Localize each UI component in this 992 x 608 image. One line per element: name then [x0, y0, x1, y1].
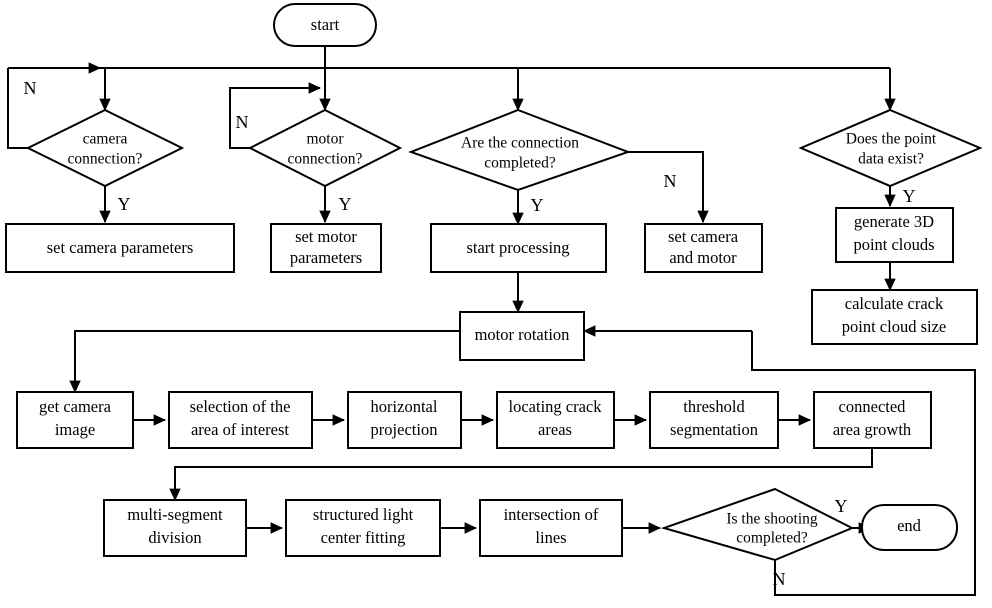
node-is-shooting-completed[interactable]: Is the shooting completed?	[660, 487, 855, 562]
node-start[interactable]: start	[273, 3, 377, 47]
node-camera-connection[interactable]: camera connection?	[25, 108, 185, 188]
node-horizontal-projection-line1: horizontal	[371, 397, 438, 416]
node-does-point-data-exist[interactable]: Does the point data exist?	[798, 108, 983, 188]
node-does-point-line1: Does the point	[846, 131, 937, 148]
node-connected-area-growth[interactable]: connected area growth	[813, 391, 932, 449]
node-threshold-seg-line1: threshold	[683, 397, 745, 416]
node-calculate-crack-line1: calculate crack	[845, 294, 944, 313]
node-does-point-line2: data exist?	[858, 151, 924, 168]
node-set-motor-parameters[interactable]: set motor parameters	[270, 223, 382, 273]
node-calculate-crack-line2: point cloud size	[842, 317, 946, 336]
node-end-label: end	[897, 516, 922, 535]
node-multi-segment-line2: division	[148, 528, 201, 547]
node-motor-connection-line2: connection?	[288, 151, 363, 168]
node-selection-area-line2: area of interest	[191, 420, 289, 439]
node-locating-crack-line1: locating crack	[509, 397, 603, 416]
node-start-processing-label: start processing	[466, 238, 569, 257]
edge-label-camera-no: N	[24, 78, 37, 98]
edge-label-shooting-yes: Y	[835, 496, 848, 516]
edge-motor-rotation-to-get-camera-image	[69, 330, 460, 393]
node-is-shooting-line1: Is the shooting	[726, 511, 818, 528]
node-get-camera-image-line2: image	[55, 420, 95, 439]
edge-are-connection-no	[628, 151, 709, 223]
edge-connected-to-multi-segment	[169, 449, 873, 501]
edge-label-are-connection-yes: Y	[531, 195, 544, 215]
edge-label-motor-no: N	[236, 112, 249, 132]
node-set-motor-parameters-line1: set motor	[295, 227, 357, 246]
node-connected-area-line1: connected	[839, 397, 907, 416]
node-is-shooting-line2: completed?	[736, 530, 808, 547]
node-generate-3d-point-clouds[interactable]: generate 3D point clouds	[835, 207, 954, 263]
node-structured-light-line1: structured light	[313, 505, 414, 524]
node-motor-rotation[interactable]: motor rotation	[459, 311, 585, 361]
node-set-camera-and-motor-line2: and motor	[669, 248, 737, 267]
node-horizontal-projection[interactable]: horizontal projection	[347, 391, 462, 449]
node-intersection-lines-line1: intersection of	[504, 505, 599, 524]
node-set-motor-parameters-line2: parameters	[290, 248, 362, 267]
node-are-connection-completed[interactable]: Are the connection completed?	[408, 108, 631, 192]
node-intersection-of-lines[interactable]: intersection of lines	[479, 499, 623, 557]
node-end[interactable]: end	[861, 504, 958, 551]
edge-label-motor-yes: Y	[339, 194, 352, 214]
edge-label-point-yes: Y	[903, 186, 916, 206]
edge-label-shooting-no: N	[773, 569, 786, 589]
node-camera-connection-line2: connection?	[68, 151, 143, 168]
node-set-camera-parameters[interactable]: set camera parameters	[5, 223, 235, 273]
edge-label-are-connection-no: N	[664, 171, 677, 191]
node-multi-segment-line1: multi-segment	[127, 505, 223, 524]
edge-camera-no-loop	[7, 68, 28, 149]
node-locating-crack-areas[interactable]: locating crack areas	[496, 391, 615, 449]
node-structured-light-line2: center fitting	[321, 528, 406, 547]
node-are-connection-line1: Are the connection	[461, 135, 579, 152]
node-threshold-segmentation[interactable]: threshold segmentation	[649, 391, 779, 449]
node-threshold-seg-line2: segmentation	[670, 420, 758, 439]
node-start-label: start	[311, 15, 340, 34]
edge-shooting-no-loop	[751, 331, 976, 596]
node-camera-connection-line1: camera	[83, 131, 128, 148]
edge-motor-no-loop	[229, 82, 321, 149]
node-start-processing[interactable]: start processing	[430, 223, 607, 273]
node-intersection-lines-line2: lines	[535, 528, 566, 547]
node-connected-area-line2: area growth	[833, 420, 912, 439]
node-horizontal-projection-line2: projection	[371, 420, 438, 439]
node-multi-segment-division[interactable]: multi-segment division	[103, 499, 247, 557]
node-selection-area-line1: selection of the	[190, 397, 291, 416]
node-generate-3d-line2: point clouds	[853, 235, 934, 254]
node-locating-crack-line2: areas	[538, 420, 572, 439]
node-structured-light-center-fitting[interactable]: structured light center fitting	[285, 499, 441, 557]
node-are-connection-line2: completed?	[484, 155, 556, 172]
node-motor-rotation-label: motor rotation	[475, 325, 570, 344]
node-set-camera-and-motor-line1: set camera	[668, 227, 739, 246]
node-get-camera-image[interactable]: get camera image	[16, 391, 134, 449]
node-generate-3d-line1: generate 3D	[854, 212, 934, 231]
node-calculate-crack-point-cloud-size[interactable]: calculate crack point cloud size	[811, 289, 978, 345]
node-motor-connection[interactable]: motor connection?	[247, 108, 403, 188]
node-motor-connection-line1: motor	[306, 131, 344, 148]
node-set-camera-and-motor[interactable]: set camera and motor	[644, 223, 763, 273]
edge-label-camera-yes: Y	[118, 194, 131, 214]
node-set-camera-parameters-label: set camera parameters	[47, 238, 194, 257]
node-get-camera-image-line1: get camera	[39, 397, 112, 416]
node-selection-area-of-interest[interactable]: selection of the area of interest	[168, 391, 313, 449]
